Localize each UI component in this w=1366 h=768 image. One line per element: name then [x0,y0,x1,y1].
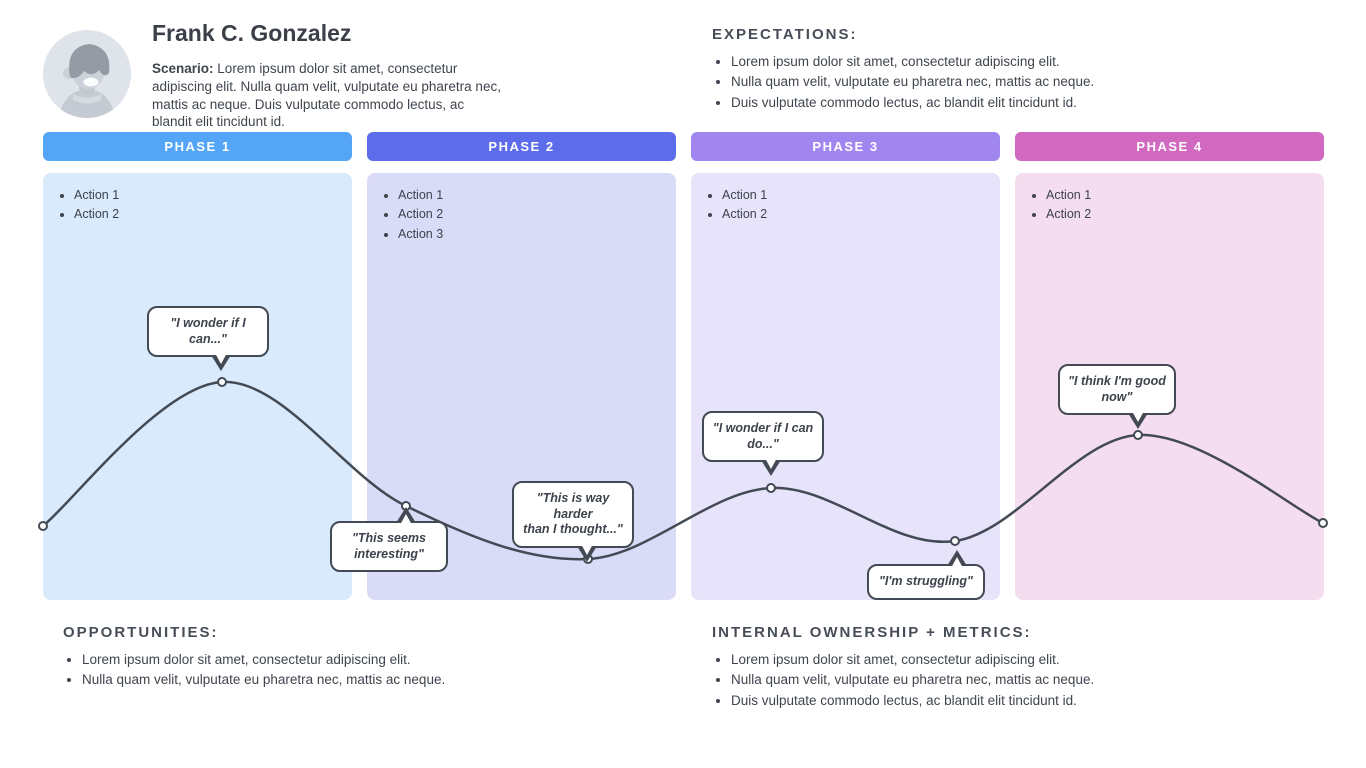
scenario-label: Scenario: [152,61,214,76]
scenario-body: Lorem ipsum dolor sit amet, consectetur … [152,61,501,130]
list-item: Nulla quam velit, vulputate eu pharetra … [731,671,1324,689]
list-item: Lorem ipsum dolor sit amet, consectetur … [731,651,1324,669]
action-item: Action 1 [1046,187,1324,203]
top-row: Frank C. Gonzalez Scenario: Lorem ipsum … [0,0,1366,132]
list-item: Nulla quam velit, vulputate eu pharetra … [731,73,1324,91]
phase-header-2: PHASE 2 [367,132,676,161]
phase-header-4: PHASE 4 [1015,132,1324,161]
list-item: Lorem ipsum dolor sit amet, consectetur … [82,651,712,669]
expectations-list: Lorem ipsum dolor sit amet, consectetur … [712,53,1324,112]
expectations-heading: EXPECTATIONS: [712,26,858,43]
action-list: Action 1 Action 2 [691,187,1000,223]
phase-header-row: PHASE 1 PHASE 2 PHASE 3 PHASE 4 [43,132,1324,161]
persona-text: Frank C. Gonzalez Scenario: Lorem ipsum … [152,18,502,132]
bottom-row: OPPORTUNITIES: Lorem ipsum dolor sit ame… [0,624,1366,712]
action-item: Action 2 [398,206,676,222]
list-item: Duis vulputate commodo lectus, ac blandi… [731,692,1324,710]
action-item: Action 3 [398,226,676,242]
person-avatar-icon [43,30,131,118]
list-item: Duis vulputate commodo lectus, ac blandi… [731,94,1324,112]
expectations-section: EXPECTATIONS: Lorem ipsum dolor sit amet… [712,18,1324,132]
phase-column-2: Action 1 Action 2 Action 3 [367,173,676,600]
scenario-text: Scenario: Lorem ipsum dolor sit amet, co… [152,60,502,131]
action-item: Action 1 [722,187,1000,203]
action-list: Action 1 Action 2 Action 3 [367,187,676,242]
action-item: Action 1 [74,187,352,203]
action-item: Action 1 [398,187,676,203]
action-item: Action 2 [722,206,1000,222]
phase-column-3: Action 1 Action 2 [691,173,1000,600]
action-list: Action 1 Action 2 [43,187,352,223]
ownership-list: Lorem ipsum dolor sit amet, consectetur … [712,651,1324,710]
opportunities-list: Lorem ipsum dolor sit amet, consectetur … [63,651,712,690]
list-item: Lorem ipsum dolor sit amet, consectetur … [731,53,1324,71]
phase-column-4: Action 1 Action 2 [1015,173,1324,600]
list-item: Nulla quam velit, vulputate eu pharetra … [82,671,712,689]
opportunities-heading: OPPORTUNITIES: [63,624,219,641]
persona-name: Frank C. Gonzalez [152,20,352,46]
journey-area: Action 1 Action 2 Action 1 Action 2 Action 3… [38,173,1328,600]
ownership-heading: INTERNAL OWNERSHIP + METRICS: [712,624,1032,641]
phase-columns-row: Action 1 Action 2 Action 1 Action 2 Action 3… [43,173,1324,600]
phase-column-1: Action 1 Action 2 [43,173,352,600]
ownership-section: INTERNAL OWNERSHIP + METRICS: Lorem ipsu… [712,624,1366,712]
persona-section: Frank C. Gonzalez Scenario: Lorem ipsum … [43,18,712,132]
action-list: Action 1 Action 2 [1015,187,1324,223]
action-item: Action 2 [1046,206,1324,222]
phase-header-1: PHASE 1 [43,132,352,161]
action-item: Action 2 [74,206,352,222]
opportunities-section: OPPORTUNITIES: Lorem ipsum dolor sit ame… [63,624,712,712]
phase-header-3: PHASE 3 [691,132,1000,161]
